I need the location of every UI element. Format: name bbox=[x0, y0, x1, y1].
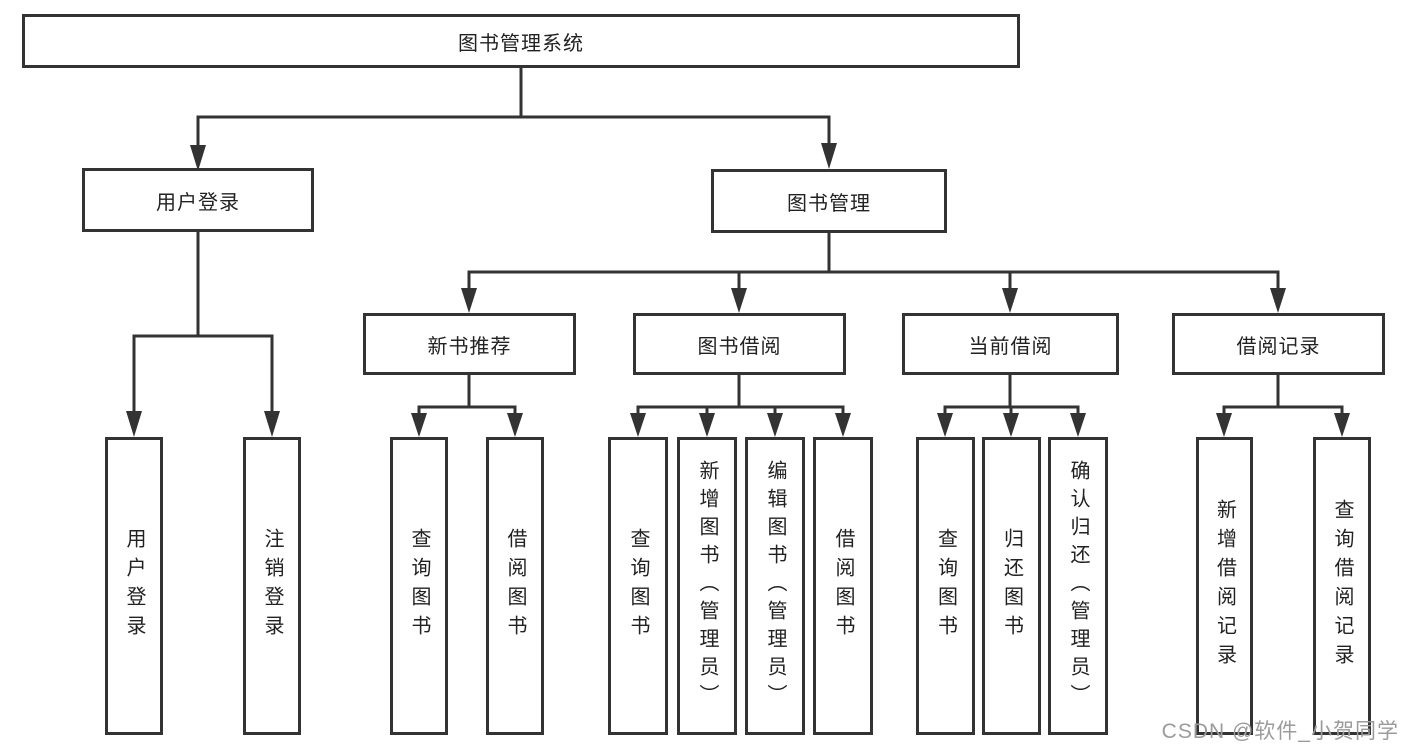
node-current-borrowing: 当前借阅 bbox=[902, 313, 1119, 375]
csdn-watermark: CSDN @软件_小贺同学 bbox=[1161, 720, 1399, 743]
leaf-add-books-admin: 新增图书（管理员） bbox=[677, 437, 737, 735]
leaf-query-books-borrowing: 查询图书 bbox=[608, 437, 668, 735]
node-label: 借阅图书 bbox=[504, 528, 526, 644]
leaf-query-books-current: 查询图书 bbox=[916, 437, 975, 735]
node-label: 新增图书（管理员） bbox=[696, 460, 718, 712]
leaf-borrow-books-borrowing: 借阅图书 bbox=[813, 437, 873, 735]
leaf-user-login: 用户登录 bbox=[105, 437, 163, 735]
node-new-book-recommend: 新书推荐 bbox=[363, 313, 576, 375]
node-label: 图书管理 bbox=[787, 192, 871, 215]
node-label: 编辑图书（管理员） bbox=[764, 460, 786, 712]
node-label: 确认归还（管理员） bbox=[1067, 460, 1089, 712]
node-label: 查询图书 bbox=[934, 528, 957, 644]
leaf-query-borrow-record: 查询借阅记录 bbox=[1313, 437, 1371, 735]
node-borrowing-records: 借阅记录 bbox=[1172, 313, 1385, 375]
node-label: 用户登录 bbox=[156, 191, 240, 214]
node-label: 查询图书 bbox=[408, 528, 430, 644]
node-label: 借阅记录 bbox=[1236, 335, 1321, 358]
node-user-login: 用户登录 bbox=[82, 168, 314, 232]
leaf-edit-books-admin: 编辑图书（管理员） bbox=[745, 437, 805, 735]
node-label: 用户登录 bbox=[123, 528, 145, 644]
node-label: 新书推荐 bbox=[427, 335, 512, 358]
node-label: 图书管理系统 bbox=[458, 32, 584, 55]
leaf-return-books: 归还图书 bbox=[982, 437, 1041, 735]
leaf-borrow-books-recommend: 借阅图书 bbox=[486, 437, 544, 735]
leaf-query-books-recommend: 查询图书 bbox=[390, 437, 448, 735]
node-book-borrowing: 图书借阅 bbox=[633, 313, 846, 375]
leaf-confirm-return-admin: 确认归还（管理员） bbox=[1048, 437, 1108, 735]
node-label: 查询借阅记录 bbox=[1331, 499, 1353, 673]
node-label: 新增借阅记录 bbox=[1213, 499, 1236, 673]
node-label: 归还图书 bbox=[1000, 528, 1023, 644]
node-label: 查询图书 bbox=[627, 528, 649, 644]
node-book-management: 图书管理 bbox=[711, 169, 947, 233]
leaf-logout: 注销登录 bbox=[243, 437, 301, 735]
node-label: 注销登录 bbox=[261, 528, 283, 644]
node-label: 图书借阅 bbox=[697, 335, 782, 358]
leaf-add-borrow-record: 新增借阅记录 bbox=[1196, 437, 1253, 735]
node-label: 当前借阅 bbox=[968, 335, 1053, 358]
arrowheads bbox=[126, 143, 1350, 437]
node-label: 借阅图书 bbox=[832, 528, 854, 644]
node-library-management-system: 图书管理系统 bbox=[22, 14, 1020, 68]
